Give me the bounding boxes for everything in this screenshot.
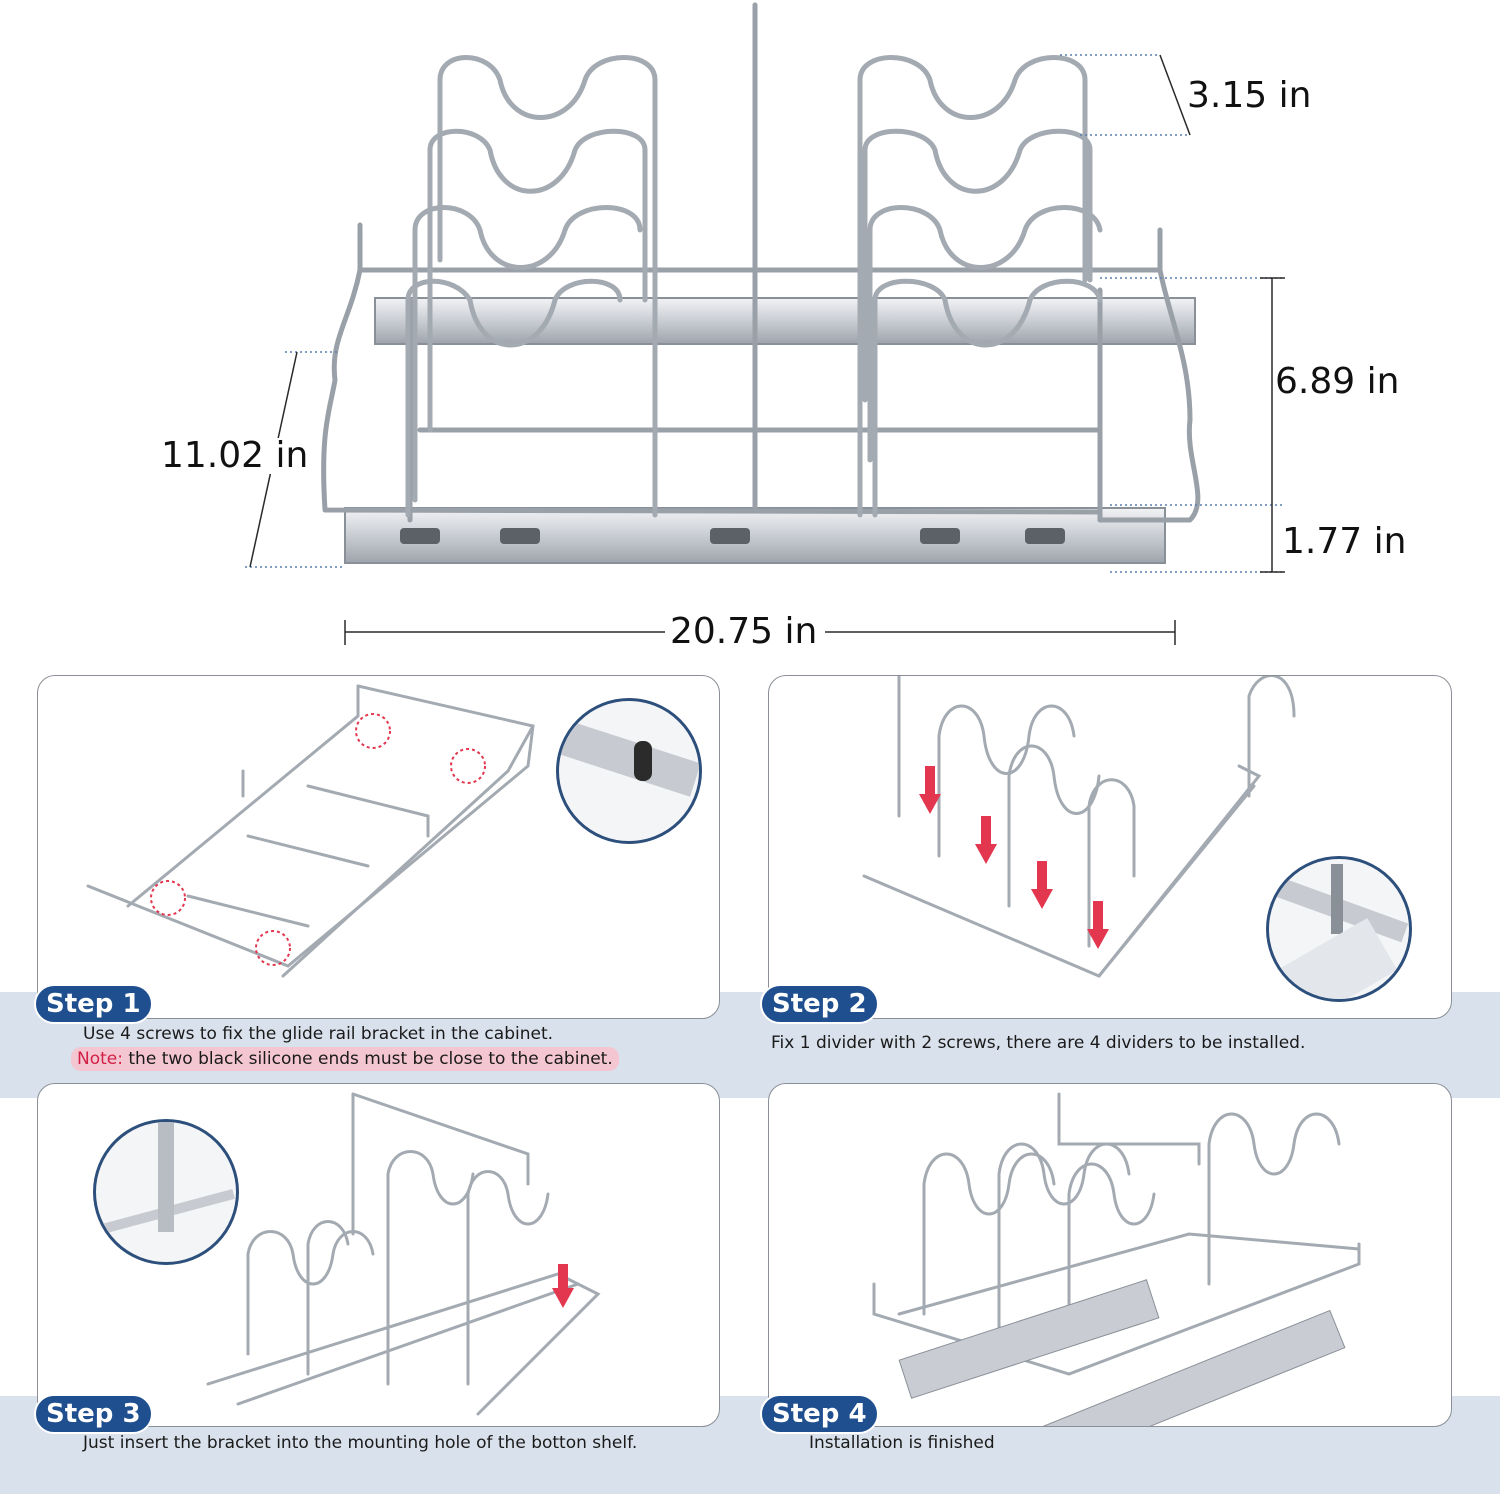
step2-panel <box>768 675 1452 1019</box>
step1-illustration <box>86 684 535 978</box>
step2-badge: Step 2 <box>760 984 879 1024</box>
step2-caption: Fix 1 divider with 2 screws, there are 4… <box>771 1033 1306 1053</box>
step3-caption: Just insert the bracket into the mountin… <box>83 1433 638 1453</box>
step1-zoom-detail <box>556 698 702 844</box>
step1-note: Note: the two black silicone ends must b… <box>71 1047 619 1071</box>
back-glide-rail <box>374 297 1196 345</box>
screw <box>1331 864 1343 934</box>
product-dimension-diagram: 3.15 in 11.02 in 6.89 in 1.77 in 20.75 i… <box>0 0 1500 670</box>
rack-illustration <box>245 2 1285 645</box>
step3-panel <box>37 1083 720 1427</box>
left-dividers <box>405 55 658 518</box>
dimension-depth-label: 11.02 in <box>161 435 309 476</box>
step1-caption: Use 4 screws to fix the glide rail brack… <box>83 1024 554 1044</box>
step2-illustration <box>862 676 1296 978</box>
step3-zoom-detail <box>93 1119 239 1265</box>
step3-badge: Step 3 <box>34 1394 153 1434</box>
step1-note-key: Note: <box>77 1049 123 1069</box>
black-silicone-end <box>634 741 652 781</box>
step4-illustration <box>872 1092 1361 1426</box>
step1-panel <box>37 675 720 1019</box>
step4-badge: Step 4 <box>760 1394 879 1434</box>
dimension-height-right-label: 6.89 in <box>1275 361 1400 402</box>
dimension-height-top-label: 3.15 in <box>1187 75 1312 116</box>
step2-arrows <box>919 766 1109 949</box>
dimension-rail-height-label: 1.77 in <box>1282 521 1407 562</box>
step1-note-text: the two black silicone ends must be clos… <box>122 1049 613 1069</box>
dimension-width-label: 20.75 in <box>670 611 818 652</box>
wire-frame <box>321 2 1201 523</box>
bracket-post <box>158 1122 174 1232</box>
step3-arrow <box>552 1264 574 1308</box>
step1-badge: Step 1 <box>34 984 153 1024</box>
step3-illustration <box>206 1092 601 1416</box>
step4-panel <box>768 1083 1452 1427</box>
step2-zoom-detail <box>1266 856 1412 1002</box>
right-dividers <box>857 55 1103 518</box>
step4-caption: Installation is finished <box>809 1433 995 1453</box>
